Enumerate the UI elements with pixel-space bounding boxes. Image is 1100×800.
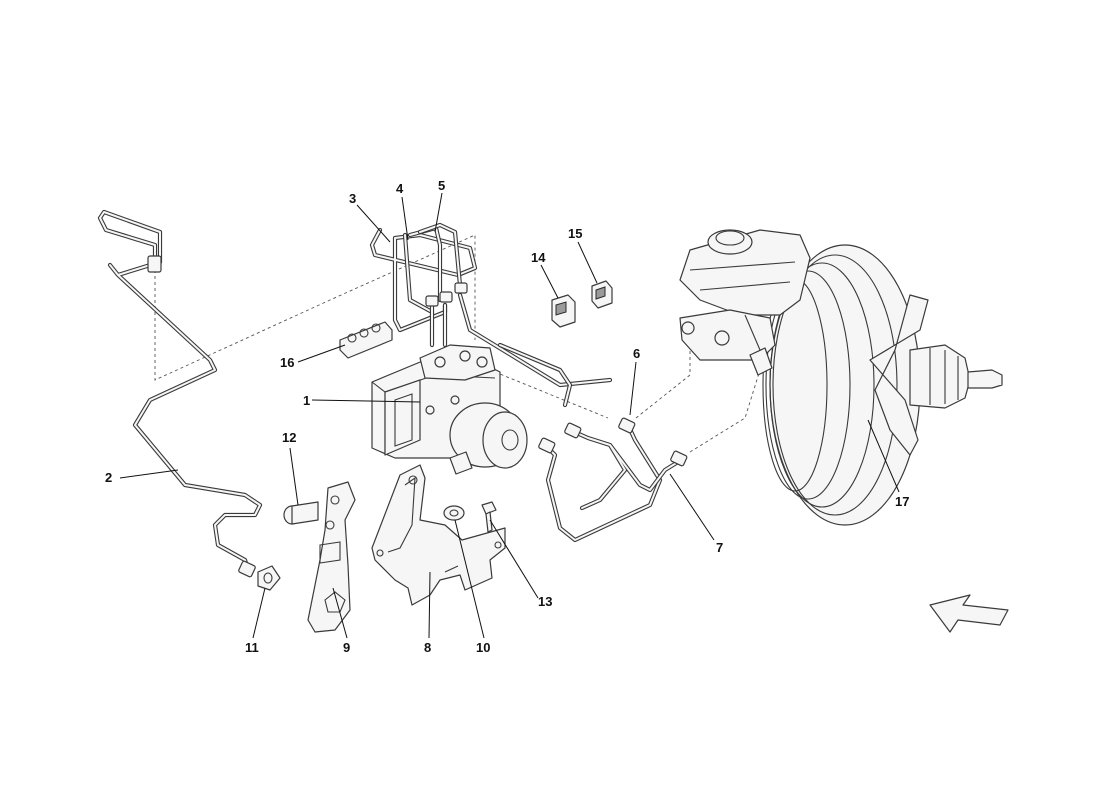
callout-10: 10 bbox=[476, 640, 490, 655]
callout-5: 5 bbox=[438, 178, 445, 193]
brake-line-long bbox=[97, 209, 263, 578]
bolt-12 bbox=[283, 501, 319, 525]
callout-16: 16 bbox=[280, 355, 294, 370]
callout-labels: 1 2 3 4 5 6 7 8 9 10 11 12 13 14 15 16 1… bbox=[105, 178, 909, 655]
pipe-clip bbox=[339, 321, 393, 359]
callout-2: 2 bbox=[105, 470, 112, 485]
clip-11 bbox=[257, 565, 281, 591]
callout-3: 3 bbox=[349, 191, 356, 206]
connector-15 bbox=[591, 280, 613, 309]
callout-11: 11 bbox=[245, 640, 259, 655]
callout-14: 14 bbox=[531, 250, 546, 265]
brake-booster-master-cylinder bbox=[679, 229, 1003, 526]
bracket-plate bbox=[307, 481, 356, 633]
callout-1: 1 bbox=[303, 393, 310, 408]
direction-arrow-icon bbox=[929, 594, 1009, 633]
mounting-bracket bbox=[371, 464, 506, 606]
screw-13 bbox=[481, 501, 497, 533]
callout-15: 15 bbox=[568, 226, 582, 241]
brake-pipes-upper bbox=[369, 222, 613, 408]
callout-13: 13 bbox=[538, 594, 552, 609]
leader-lines bbox=[119, 192, 900, 639]
assembly-guide-lines bbox=[154, 234, 761, 453]
brake-pipes-to-master bbox=[538, 417, 688, 543]
callout-17: 17 bbox=[895, 494, 909, 509]
callout-8: 8 bbox=[424, 640, 431, 655]
washer bbox=[443, 505, 465, 521]
abs-hydraulic-unit bbox=[371, 344, 528, 475]
callout-4: 4 bbox=[396, 181, 404, 196]
callout-12: 12 bbox=[282, 430, 296, 445]
callout-7: 7 bbox=[716, 540, 723, 555]
callout-6: 6 bbox=[633, 346, 640, 361]
connector-14 bbox=[551, 294, 576, 328]
callout-9: 9 bbox=[343, 640, 350, 655]
